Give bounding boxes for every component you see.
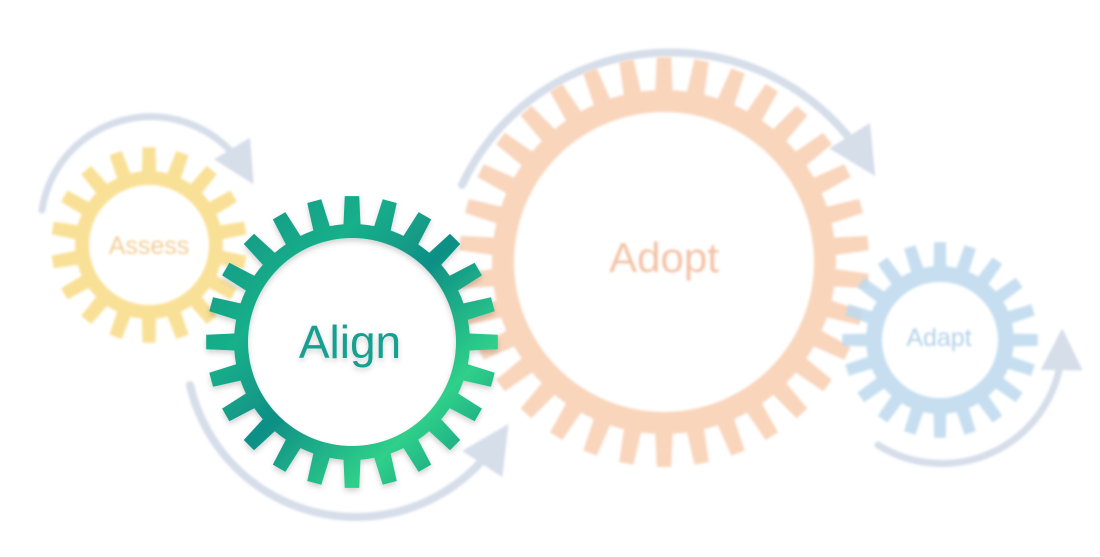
adopt-gear: Adopt bbox=[459, 57, 869, 467]
assess-gear-shape bbox=[51, 147, 247, 343]
align-label: Align bbox=[299, 316, 401, 368]
align-arrow bbox=[186, 381, 509, 521]
adopt-label: Adopt bbox=[609, 234, 719, 281]
adapt-arrow bbox=[874, 328, 1083, 467]
adopt-arrow bbox=[458, 48, 876, 189]
adapt-gear: Adapt bbox=[842, 242, 1038, 438]
adapt-gear-shape bbox=[842, 242, 1038, 438]
align-gear: Align bbox=[206, 196, 498, 488]
assess-label: Assess bbox=[109, 232, 190, 260]
assess-gear: Assess bbox=[51, 147, 247, 343]
adapt-label: Adapt bbox=[906, 324, 971, 352]
assess-arrow bbox=[38, 113, 254, 214]
rotation-arrows bbox=[38, 48, 1083, 521]
